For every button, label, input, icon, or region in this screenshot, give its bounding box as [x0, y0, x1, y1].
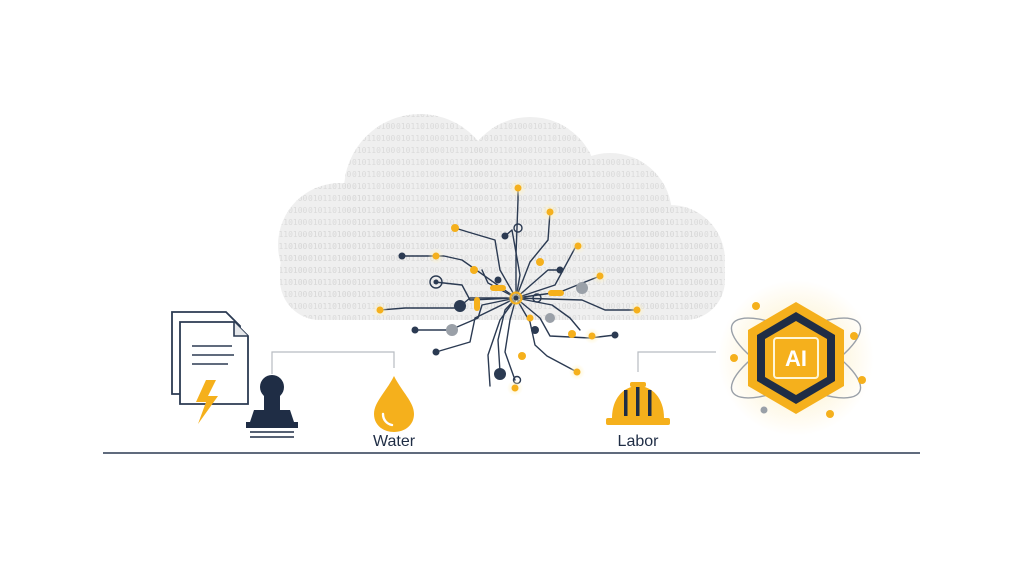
ai-hexagon-badge-icon: AI [718, 280, 874, 436]
stamp-icon [246, 375, 298, 438]
hard-hat-icon [606, 382, 670, 425]
circuit-network-icon [379, 187, 638, 387]
ai-badge-text: AI [785, 346, 807, 371]
cloud-binary-icon [278, 114, 725, 320]
water-label: Water [372, 433, 416, 450]
connector-lines [271, 351, 716, 374]
water-drop-icon [374, 376, 414, 432]
documents-power-icon [171, 311, 249, 424]
circuit-nodes [372, 179, 645, 396]
labor-label: Labor [617, 433, 659, 450]
